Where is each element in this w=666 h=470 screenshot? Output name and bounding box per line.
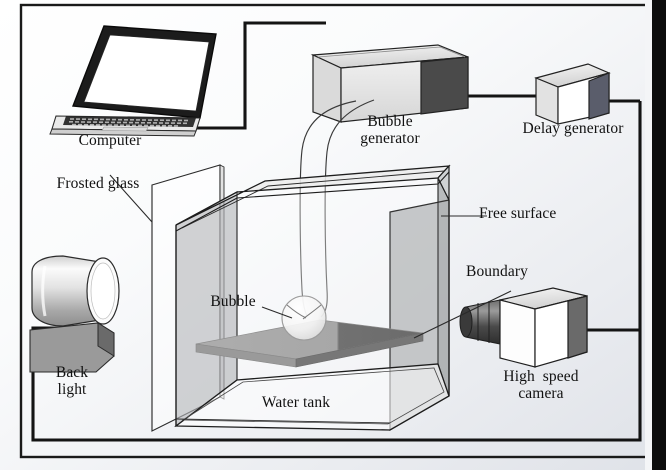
label-bubble: Bubble <box>210 293 256 310</box>
boundary-plate-right <box>295 332 424 368</box>
delay-generator <box>534 63 611 125</box>
cable-camera-to-backlight <box>31 326 642 442</box>
label-computer: Computer <box>78 132 142 149</box>
computer <box>49 25 217 137</box>
label-free-surface: Free surface <box>479 205 557 222</box>
leader-bubble <box>261 306 293 319</box>
camera-body-side <box>567 295 588 359</box>
back-light-base-side <box>97 322 115 357</box>
back-light <box>29 255 120 373</box>
label-bubble-generator: Bubble generator <box>360 113 420 148</box>
camera-lens-front <box>459 306 473 338</box>
bubble-generator-side <box>420 56 469 115</box>
tank-bottom <box>174 363 450 431</box>
back-light-highlight <box>41 265 47 317</box>
laptop-trackpad <box>101 126 149 132</box>
label-water-tank: Water tank <box>261 394 331 411</box>
tank-bottom-front-edge <box>175 418 391 424</box>
bubble-wire-tip-2 <box>302 304 322 320</box>
laptop-keys <box>69 118 188 127</box>
laptop-screen <box>83 34 210 112</box>
bubble <box>281 295 327 341</box>
page-frame <box>19 0 666 470</box>
high-speed-camera <box>459 287 588 368</box>
label-boundary: Boundary <box>466 263 528 280</box>
bubble-generator-top-edge <box>317 46 466 58</box>
leader-frosted-glass <box>109 174 153 223</box>
camera-body-front <box>499 299 536 368</box>
label-delay-generator: Delay generator <box>522 120 624 137</box>
electrode-wire-2 <box>320 99 375 318</box>
label-frosted-glass: Frosted glass <box>56 175 140 192</box>
label-high-speed-camera: High speed camera <box>503 368 579 403</box>
tank-free-surface-line <box>175 171 450 232</box>
tank-bottom-inner <box>181 367 445 425</box>
cable-computer-to-bubble-generator <box>196 21 326 130</box>
bubble-generator <box>310 44 469 123</box>
tank-rim-inner-line <box>181 170 445 229</box>
back-light-lens-inner <box>90 262 116 320</box>
water-tank <box>174 164 451 431</box>
leader-boundary <box>413 290 512 339</box>
leader-lines <box>109 174 512 339</box>
delay-generator-side <box>588 72 610 120</box>
laptop-base-front <box>49 128 197 137</box>
label-back-light: Back light <box>55 364 89 399</box>
